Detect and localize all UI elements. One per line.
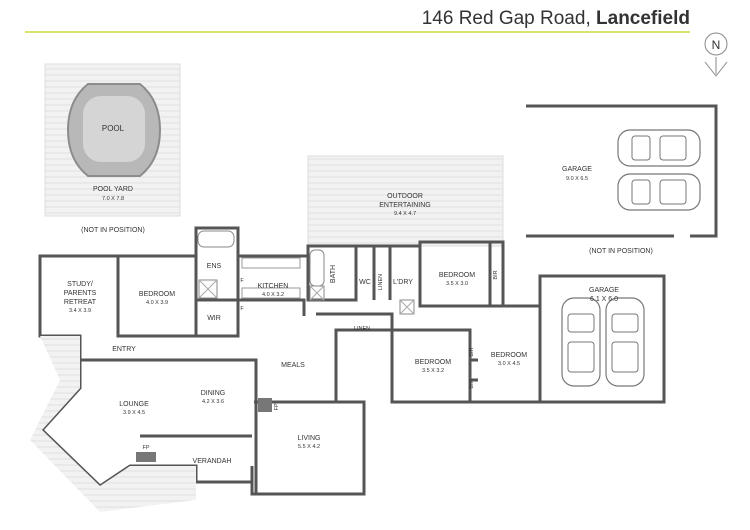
header: 146 Red Gap Road, Lancefield <box>0 0 750 40</box>
outdoor-label-1: OUTDOOR <box>387 193 423 200</box>
linen-vertical-label: LINEN <box>378 274 384 290</box>
bedroom1-label: BEDROOM <box>139 291 175 298</box>
lounge-dims: 3.9 X 4.5 <box>123 410 145 416</box>
garage-top-dims: 9.0 X 6.5 <box>566 176 588 182</box>
car-icon <box>617 129 701 167</box>
bedroom3-dims: 3.5 X 3.2 <box>422 368 444 374</box>
bir3-label: BIR <box>469 379 475 388</box>
pool-label: POOL <box>102 124 125 133</box>
outdoor-entertaining: OUTDOOR ENTERTAINING 9.4 X 4.7 <box>307 155 504 247</box>
wc-label: WC <box>359 279 371 286</box>
address-text: 146 Red Gap Road, <box>421 8 591 29</box>
car-icon <box>617 173 701 211</box>
bathtub-icon <box>309 249 325 287</box>
pool-not-in-position: (NOT IN POSITION) <box>81 227 145 234</box>
house-walls <box>38 226 666 496</box>
ldry-label: L'DRY <box>393 279 413 286</box>
detached-garage: GARAGE 9.0 X 6.5 <box>526 104 718 238</box>
kitchen-label: KITCHEN <box>258 283 289 290</box>
fp2-label: FP <box>142 445 149 451</box>
entry-label: ENTRY <box>112 346 136 353</box>
north-arrow-icon: N <box>704 32 728 77</box>
pool-yard: POOL POOL YARD 7.0 X 7.8 <box>44 63 181 217</box>
bedroom3-label: BEDROOM <box>415 359 451 366</box>
bedroom2-dims: 3.5 X 3.0 <box>446 281 468 287</box>
shower-icon <box>198 279 218 299</box>
shower-icon <box>309 285 325 301</box>
outdoor-label-2: ENTERTAINING <box>379 202 430 209</box>
ens-label: ENS <box>207 263 222 270</box>
wir-label: WIR <box>207 315 221 322</box>
suburb-text: Lancefield <box>596 8 690 29</box>
bath-label: BATH <box>330 265 337 283</box>
kitchen-dims: 4.0 X 3.2 <box>262 292 284 298</box>
fireplace-icon <box>136 452 156 462</box>
car-icon <box>605 297 645 387</box>
linen-horizontal-label: LINEN <box>354 326 370 332</box>
f2-label: F <box>240 306 244 312</box>
dining-label: DINING <box>201 390 226 397</box>
kitchen-bench <box>241 257 301 299</box>
compass-label: N <box>712 38 721 52</box>
bedroom2-label: BEDROOM <box>439 272 475 279</box>
garage-main-label: GARAGE <box>589 287 619 294</box>
bir1-label: BIR <box>493 270 499 279</box>
title-underline <box>25 31 690 33</box>
fp1-label: FP <box>274 403 280 410</box>
property-title: 146 Red Gap Road, Lancefield <box>422 8 690 30</box>
pool-yard-label: POOL YARD <box>93 186 133 193</box>
study-label-2: PARENTS <box>64 290 97 297</box>
bedroom1-dims: 4.0 X 3.9 <box>146 300 168 306</box>
fireplace-icon <box>258 398 272 412</box>
car-icon <box>561 297 601 387</box>
living-dims: 5.5 X 4.2 <box>298 444 320 450</box>
dining-dims: 4.2 X 3.6 <box>202 399 224 405</box>
study-label-1: STUDY/ <box>67 281 93 288</box>
bathtub-icon <box>197 230 235 248</box>
pool-yard-dims: 7.0 X 7.8 <box>102 196 124 202</box>
laundry-tub-icon <box>399 299 415 315</box>
bedroom4-label: BEDROOM <box>491 352 527 359</box>
f1-label: F <box>240 278 244 284</box>
lounge-label: LOUNGE <box>119 401 149 408</box>
garage-main-dims: 6.1 X 6.0 <box>590 296 618 303</box>
study-dims: 3.4 X 3.9 <box>69 308 91 314</box>
garage-top-label: GARAGE <box>562 166 592 173</box>
verandah-deck <box>30 336 196 512</box>
study-label-3: RETREAT <box>64 299 97 306</box>
verandah-label: VERANDAH <box>193 458 232 465</box>
bedroom4-dims: 3.0 X 4.5 <box>498 361 520 367</box>
bir2-label: BIR <box>469 347 475 356</box>
garage-not-in-position: (NOT IN POSITION) <box>589 248 653 255</box>
meals-label: MEALS <box>281 362 305 369</box>
outdoor-dims: 9.4 X 4.7 <box>394 211 416 217</box>
living-label: LIVING <box>298 435 321 442</box>
